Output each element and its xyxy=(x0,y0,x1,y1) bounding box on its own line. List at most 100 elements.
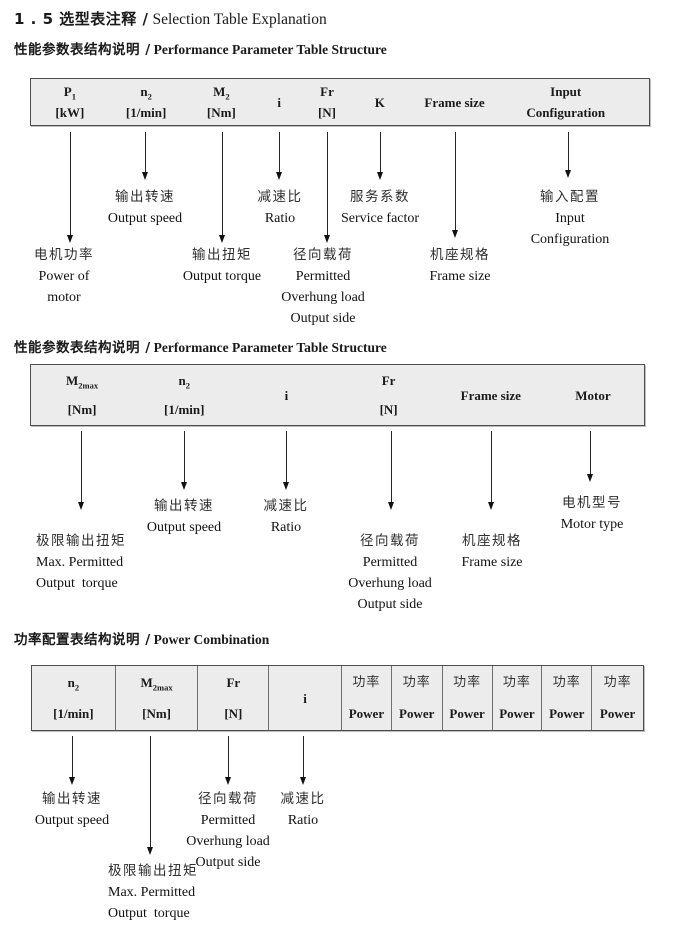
section1-heading-en: Performance Parameter Table Structure xyxy=(153,42,387,57)
column-fr: Fr [N] xyxy=(338,365,440,425)
column-n2: n2 [1/min] xyxy=(32,666,116,730)
callout-en: Configuration xyxy=(530,232,610,247)
section2-heading-zh: 性能参数表结构说明 / xyxy=(14,340,151,356)
column-power: 功率 Power xyxy=(443,666,493,730)
callout-output-speed: 输出转速 Output speed xyxy=(85,187,205,229)
column-frame-size: Frame size xyxy=(405,79,505,125)
callout-ratio: 减速比 Ratio xyxy=(243,789,363,831)
symbol-text: M xyxy=(213,84,226,99)
column-input-configuration: Input Configuration xyxy=(504,79,649,125)
section3-heading-en: Power Combination xyxy=(153,632,270,647)
column-unit: [N] xyxy=(379,402,398,417)
callout-max-output-torque: 极限输出扭矩 Max. Permitted Output torque xyxy=(36,531,206,594)
symbol-sub: 2 xyxy=(185,380,190,391)
column-unit: [Nm] xyxy=(142,706,172,721)
performance-table-2: M2max [Nm] n2 [1/min] i Fr [N] Frame siz… xyxy=(30,364,645,426)
callout-overhung-load: 径向载荷 Permitted Overhung load Output side xyxy=(253,245,393,329)
callout-output-speed: 输出转速 Output speed xyxy=(12,789,132,831)
page-title-zh: 1 . 5 选型表注释 / xyxy=(14,10,149,28)
callout-en: Output torque xyxy=(182,269,262,284)
symbol-sub: 2 xyxy=(225,91,230,102)
page-title-en: Selection Table Explanation xyxy=(152,11,327,28)
column-power: 功率 Power xyxy=(342,666,392,730)
callout-en: Max. Permitted xyxy=(108,885,196,900)
callout-overhung-load: 径向载荷 Permitted Overhung load Output side xyxy=(320,531,460,615)
column-p1: P1 [kW] xyxy=(31,79,109,125)
column-unit: Power xyxy=(549,706,585,721)
section2-heading-en: Performance Parameter Table Structure xyxy=(153,340,387,355)
callout-ratio: 减速比 Ratio xyxy=(220,187,340,229)
callout-en: Input xyxy=(555,211,585,226)
callout-zh: 径向载荷 xyxy=(293,247,353,263)
callout-en: Output side xyxy=(357,597,423,612)
down-arrow-icon xyxy=(300,736,307,785)
column-unit: Power xyxy=(399,706,435,721)
callout-zh: 减速比 xyxy=(257,189,303,205)
column-i: i xyxy=(259,79,299,125)
column-symbol: i xyxy=(277,94,281,110)
column-unit: [1/min] xyxy=(164,402,205,417)
down-arrow-icon xyxy=(225,736,232,785)
column-power: 功率 Power xyxy=(392,666,443,730)
column-symbol: 功率 xyxy=(502,675,531,690)
callout-en: Ratio xyxy=(287,813,319,828)
callout-output-torque: 输出扭矩 Output torque xyxy=(162,245,282,287)
symbol-sub: 2max xyxy=(152,682,173,693)
down-arrow-icon xyxy=(565,132,572,178)
callout-max-output-torque: 极限输出扭矩 Max. Permitted Output torque xyxy=(108,861,278,924)
callout-en: motor xyxy=(47,290,81,305)
symbol-text: n xyxy=(140,84,148,99)
down-arrow-icon xyxy=(78,431,85,510)
page-title: 1 . 5 选型表注释 /Selection Table Explanation xyxy=(14,8,327,29)
column-unit: [N] xyxy=(224,706,243,721)
column-symbol: 功率 xyxy=(603,675,632,690)
callout-en: Ratio xyxy=(264,211,296,226)
callout-en: Output side xyxy=(290,311,356,326)
column-symbol: Input xyxy=(550,84,582,99)
column-unit: [N] xyxy=(317,105,337,120)
callout-power-of-motor: 电机功率 Power of motor xyxy=(4,245,124,308)
column-unit: Power xyxy=(499,706,535,721)
column-symbol: Fr xyxy=(381,373,396,388)
column-unit: Power xyxy=(599,706,636,721)
callout-en: Output speed xyxy=(34,813,110,828)
column-fr: Fr [N] xyxy=(299,79,355,125)
callout-en: Ratio xyxy=(270,520,302,535)
callout-en: Overhung load xyxy=(281,290,365,305)
column-unit: [kW] xyxy=(55,105,85,120)
column-symbol: 功率 xyxy=(552,675,581,690)
callout-zh: 减速比 xyxy=(263,498,309,514)
symbol-text: n xyxy=(67,675,75,690)
column-n2: n2 [1/min] xyxy=(109,79,184,125)
section3-heading: 功率配置表结构说明 /Power Combination xyxy=(14,628,269,648)
callout-zh: 极限输出扭矩 xyxy=(36,533,126,549)
callout-overhung-load: 径向载荷 Permitted Overhung load Output side xyxy=(158,789,298,873)
down-arrow-icon xyxy=(377,132,384,180)
callout-zh: 机座规格 xyxy=(462,533,522,549)
column-symbol: 功率 xyxy=(402,675,431,690)
callout-en: Service factor xyxy=(340,211,420,226)
callout-zh: 输入配置 xyxy=(540,189,600,205)
callout-zh: 减速比 xyxy=(280,791,326,807)
column-symbol: Frame size xyxy=(424,94,485,110)
callout-zh: 服务系数 xyxy=(350,189,410,205)
symbol-text: n xyxy=(178,373,186,388)
column-frame-size: Frame size xyxy=(440,365,542,425)
column-symbol: K xyxy=(374,94,385,110)
callout-zh: 电机型号 xyxy=(562,495,622,511)
down-arrow-icon xyxy=(587,431,594,482)
column-unit: Configuration xyxy=(526,105,606,120)
down-arrow-icon xyxy=(276,132,283,180)
down-arrow-icon xyxy=(324,132,331,243)
column-fr: Fr [N] xyxy=(198,666,270,730)
callout-en: Output speed xyxy=(146,520,222,535)
column-symbol: Frame size xyxy=(460,387,521,403)
callout-zh: 极限输出扭矩 xyxy=(108,863,198,879)
column-symbol: Fr xyxy=(320,84,334,99)
callout-output-speed: 输出转速 Output speed xyxy=(124,496,244,538)
section1-heading-zh: 性能参数表结构说明 / xyxy=(14,42,151,58)
column-symbol: M2max xyxy=(141,675,173,696)
column-unit: [1/min] xyxy=(53,706,94,721)
symbol-text: M xyxy=(140,675,153,690)
symbol-sub: 2 xyxy=(74,682,80,693)
